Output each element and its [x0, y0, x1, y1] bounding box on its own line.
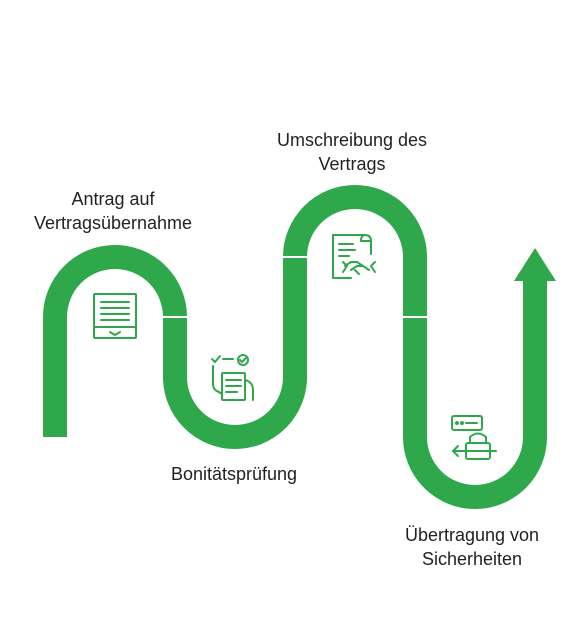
contract-handshake-icon [329, 232, 377, 280]
clipboard-check-icon [209, 354, 257, 402]
step-label-line: Sicherheiten [421, 549, 523, 569]
step-label-line: Bonitätsprüfung [170, 464, 298, 484]
step-label-credit-check: Bonitätsprüfung [171, 462, 297, 486]
arrow-head [514, 248, 556, 281]
winding-path [43, 185, 547, 509]
document-icon [91, 292, 139, 340]
step-label-line: Vertrags [318, 154, 386, 174]
step-label-line: Übertragung von [404, 525, 540, 545]
step-label-line: Vertragsübernahme [33, 213, 193, 233]
step-label-application: Antrag auf Vertragsübernahme [34, 187, 192, 235]
step-label-contract-rewrite: Umschreibung des Vertrags [277, 128, 427, 176]
lock-transfer-icon [449, 413, 497, 461]
step-label-line: Antrag auf [71, 189, 155, 209]
step-label-line: Umschreibung des [276, 130, 428, 150]
step-label-collateral-transfer: Übertragung von Sicherheiten [405, 523, 539, 571]
